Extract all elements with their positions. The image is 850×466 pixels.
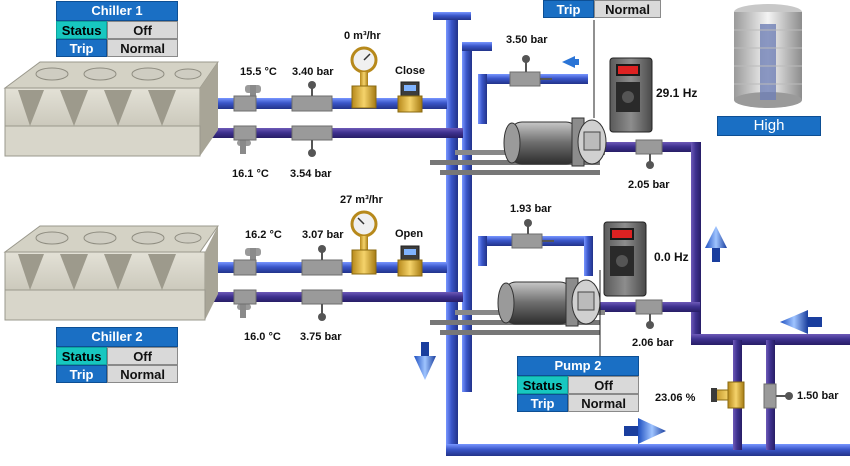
tank-level-indicator: High xyxy=(717,116,821,136)
chiller2-panel: Chiller 2 Status Off Trip Normal xyxy=(56,327,178,383)
chiller1-flow: 0 m³/hr xyxy=(344,30,381,42)
bypass-pressure: 1.50 bar xyxy=(797,390,839,402)
pump1-discharge-pressure: 2.05 bar xyxy=(628,179,670,191)
chiller1-title: Chiller 1 xyxy=(56,1,178,21)
flow-meter-chiller2 xyxy=(350,210,378,275)
chiller1-trip-value: Normal xyxy=(107,39,178,57)
chiller2-trip-value: Normal xyxy=(107,365,178,383)
chiller2-supply-temp: 16.2 °C xyxy=(245,229,282,241)
pump2-trip-label: Trip xyxy=(517,394,569,412)
bypass-valve[interactable] xyxy=(711,381,745,409)
flow-arrow-up-icon xyxy=(705,226,727,262)
chiller2-trip-label: Trip xyxy=(56,365,108,383)
header-cap xyxy=(433,12,471,20)
pump2-frequency: 0.0 Hz xyxy=(654,250,689,264)
pump1[interactable] xyxy=(430,117,607,175)
chiller1-unit[interactable] xyxy=(3,61,219,157)
chiller1-return-pressure: 3.54 bar xyxy=(290,168,332,180)
pump1-frequency: 29.1 Hz xyxy=(656,86,698,100)
chiller2-return-pressure: 3.75 bar xyxy=(300,331,342,343)
chiller1-trip-label: Trip xyxy=(56,39,108,57)
pump2-status-label: Status xyxy=(517,376,569,394)
distribution-pipe xyxy=(691,334,850,345)
main-header-pipe xyxy=(446,14,458,454)
chiller1-status-value: Off xyxy=(107,21,178,39)
chiller2-unit[interactable] xyxy=(3,225,219,321)
flow-arrow-down-icon xyxy=(414,342,436,380)
pump2-vfd[interactable] xyxy=(603,221,647,297)
pump2-title: Pump 2 xyxy=(517,356,639,376)
chiller1-valve-state: Close xyxy=(395,65,425,77)
pump1-suction-pressure: 3.50 bar xyxy=(506,34,548,46)
pump2-panel: Pump 2 Status Off Trip Normal xyxy=(517,356,639,412)
water-tank xyxy=(734,4,802,108)
chiller1-return-temp: 16.1 °C xyxy=(232,168,269,180)
chiller2-status-label: Status xyxy=(56,347,108,365)
chiller1-status-label: Status xyxy=(56,21,108,39)
pump1-panel: Trip Normal xyxy=(543,0,661,18)
pump2-discharge-pressure: 2.06 bar xyxy=(632,337,674,349)
flow-meter-chiller1 xyxy=(350,46,378,109)
chiller2-flow: 27 m³/hr xyxy=(340,194,383,206)
chiller2-valve-state: Open xyxy=(395,228,424,240)
pump2-suction-pressure: 1.93 bar xyxy=(510,203,552,215)
suction-header-pipe xyxy=(462,42,472,392)
pump1-trip-value: Normal xyxy=(594,0,661,18)
flow-arrow-left-cone-icon xyxy=(780,310,822,334)
discharge-riser-pipe xyxy=(691,142,701,342)
bottom-return-pipe xyxy=(446,444,850,456)
chiller2-status-value: Off xyxy=(107,347,178,365)
pump1-vfd[interactable] xyxy=(609,57,653,133)
pump1-branch-top xyxy=(462,42,492,51)
chiller1-panel: Chiller 1 Status Off Trip Normal xyxy=(56,1,178,57)
pump2[interactable] xyxy=(430,277,605,335)
chiller1-supply-temp: 15.5 °C xyxy=(240,66,277,78)
flow-arrow-left-icon xyxy=(562,56,575,68)
pump2-trip-value: Normal xyxy=(568,394,639,412)
pump1-trip-label: Trip xyxy=(543,0,595,18)
flow-arrow-right-cone-icon xyxy=(624,418,666,444)
chiller2-supply-pressure: 3.07 bar xyxy=(302,229,344,241)
pump2-status-value: Off xyxy=(568,376,639,394)
pressure-gauges xyxy=(308,55,793,400)
flow-arrows xyxy=(414,56,822,444)
chiller1-supply-pressure: 3.40 bar xyxy=(292,66,334,78)
chiller2-valve[interactable] xyxy=(397,245,423,277)
bypass-valve-opening: 23.06 % xyxy=(655,392,696,404)
chiller1-valve[interactable] xyxy=(397,81,423,113)
chiller2-return-temp: 16.0 °C xyxy=(244,331,281,343)
chiller2-title: Chiller 2 xyxy=(56,327,178,347)
